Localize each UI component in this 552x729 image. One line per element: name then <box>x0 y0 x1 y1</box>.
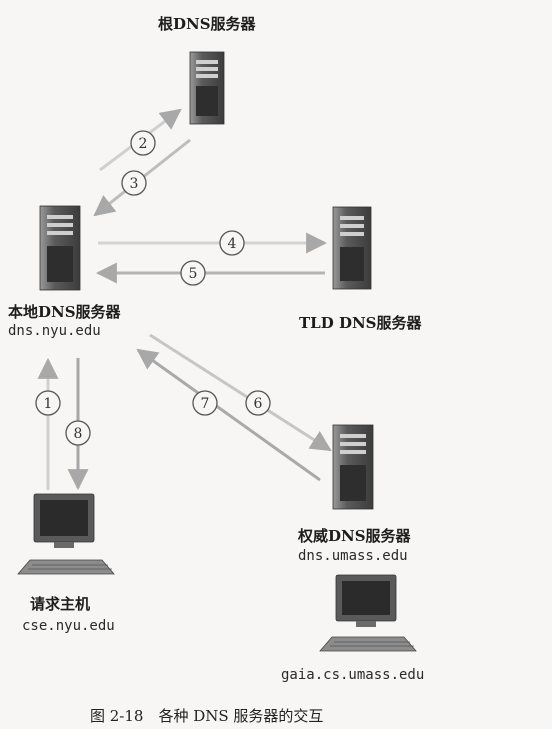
step-7: 7 <box>192 390 218 416</box>
step-2: 2 <box>130 130 156 156</box>
step-5: 5 <box>180 260 206 286</box>
auth-server-host: dns.umass.edu <box>298 548 408 564</box>
root-server-label: 根DNS服务器 <box>158 15 256 33</box>
step-3: 3 <box>121 170 147 196</box>
target-computer-icon <box>319 574 417 652</box>
step-4: 4 <box>219 230 245 256</box>
auth-server-label: 权威DNS服务器 <box>298 527 411 545</box>
local-server-icon <box>39 205 81 291</box>
step-1-label: 1 <box>44 396 53 412</box>
step-1: 1 <box>35 390 61 416</box>
local-server-host: dns.nyu.edu <box>8 323 101 339</box>
requester-computer-icon <box>17 493 115 575</box>
step-7-label: 7 <box>201 396 210 412</box>
tld-server-label: TLD DNS服务器 <box>299 314 422 332</box>
arrow-6 <box>149 333 332 452</box>
step-4-label: 4 <box>228 236 237 252</box>
step-6: 6 <box>245 390 271 416</box>
requester-label: 请求主机 <box>30 595 91 613</box>
target-host: gaia.cs.umass.edu <box>281 667 425 683</box>
local-server-label: 本地DNS服务器 <box>8 303 121 321</box>
step-2-label: 2 <box>139 136 148 152</box>
requester-host: cse.nyu.edu <box>22 618 115 634</box>
step-3-label: 3 <box>130 176 139 192</box>
arrow-7 <box>136 348 321 482</box>
step-8: 8 <box>65 420 91 446</box>
tld-server-icon <box>332 206 372 290</box>
step-6-label: 6 <box>254 396 263 412</box>
figure-caption: 图 2-18 各种 DNS 服务器的交互 <box>90 707 324 725</box>
root-server-icon <box>189 51 225 125</box>
step-8-label: 8 <box>74 426 83 442</box>
step-5-label: 5 <box>189 266 198 282</box>
auth-server-icon <box>332 424 374 510</box>
